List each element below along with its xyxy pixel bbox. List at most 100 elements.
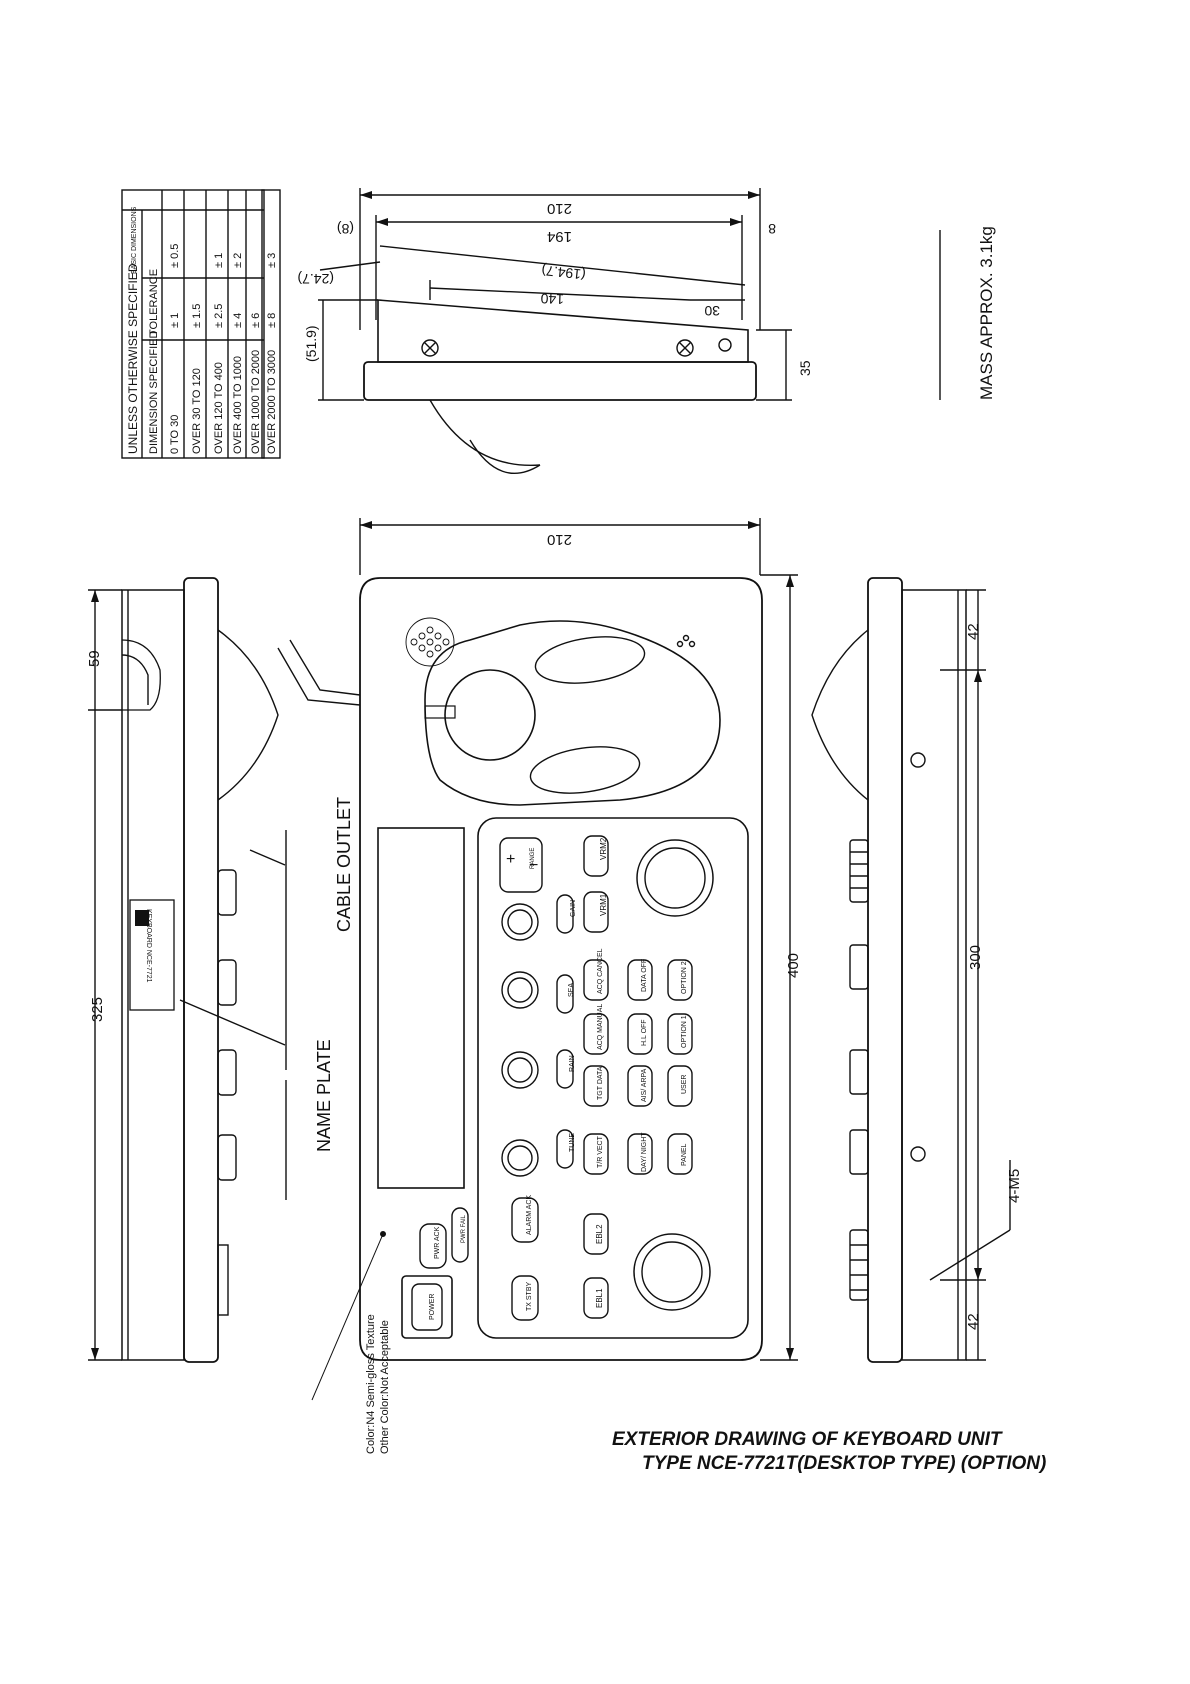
dim-top-width: 210 — [547, 200, 572, 217]
table-row-tol2: ± 0.5 — [169, 244, 181, 268]
hl-off-label: H.L OFF — [641, 1019, 648, 1046]
tolerance-table-extra-row: OVER 2000 TO 3000 ± 8 ± 3 — [261, 189, 281, 459]
pwr-fail-label: PWR FAIL — [461, 1214, 467, 1243]
vrm1-key[interactable]: VRM1 — [583, 891, 609, 933]
tr-vect-key[interactable]: T/R VECT — [583, 1133, 609, 1175]
option2-key[interactable]: OPTION 2 — [667, 959, 693, 1001]
acq-manual-label: ACQ MANUAL — [597, 1004, 604, 1050]
dim-top-angle: (24.7) — [297, 271, 334, 287]
option1-label: OPTION 1 — [681, 1015, 688, 1048]
power-label: POWER — [429, 1294, 436, 1320]
table-row-range: OVER 120 TO 400 — [213, 362, 225, 454]
table-row-tol: ± 2.5 — [213, 304, 225, 328]
trackball-housing — [424, 620, 721, 806]
data-off-key[interactable]: DATA OFF — [627, 959, 653, 1001]
user-label: USER — [681, 1075, 688, 1094]
speaker-grill — [405, 617, 455, 667]
ebl1-label: EBL1 — [595, 1288, 604, 1308]
table-row-tol2: ± 1 — [213, 253, 225, 268]
dim-top-short: 140 — [540, 291, 564, 308]
ebl1-key[interactable]: EBL1 — [583, 1277, 609, 1319]
tune-knob[interactable] — [501, 1139, 539, 1177]
pwr-fail-indicator: PWR FAIL — [451, 1207, 469, 1263]
ebl2-label: EBL2 — [595, 1224, 604, 1244]
cable-outlet-callout: CABLE OUTLET — [334, 797, 354, 932]
tgt-data-key[interactable]: TGT DATA — [583, 1065, 609, 1107]
ais-arpa-label: AIS/ ARPA — [641, 1068, 648, 1102]
trackball-button-lower[interactable] — [527, 741, 642, 800]
range-plus-label: + — [506, 851, 515, 868]
panel-label: PANEL — [681, 1143, 688, 1166]
drawing-title-line1: EXTERIOR DRAWING OF KEYBOARD UNIT — [612, 1429, 1002, 1450]
option2-label: OPTION 2 — [681, 961, 688, 994]
tune-key[interactable]: TUNE — [556, 1129, 576, 1169]
rain-knob[interactable] — [501, 1051, 539, 1089]
gain-key[interactable]: GAIN — [556, 894, 577, 934]
hl-off-key[interactable]: H.L OFF — [627, 1013, 653, 1055]
ebl-knob[interactable] — [633, 1233, 711, 1311]
user-key[interactable]: USER — [667, 1065, 693, 1107]
table-row-tol2: ± 3 — [266, 253, 278, 268]
table-row-range: OVER 400 TO 1000 — [232, 356, 244, 454]
acq-cancel-key[interactable]: ACQ CANCEL — [583, 948, 609, 1001]
rain-key[interactable]: RAIN — [556, 1049, 576, 1089]
table-col-basic: BASIC DIMENSIONS — [131, 206, 138, 274]
tx-stby-label: TX STBY — [526, 1281, 533, 1311]
table-row-tol: ± 1 — [169, 313, 181, 328]
table-row-tol: ± 1.5 — [191, 304, 203, 328]
color-note-line1: Color:N4 Semi-gloss Texture — [365, 1314, 377, 1454]
trackball[interactable] — [444, 669, 536, 761]
trackball-button-upper[interactable] — [532, 631, 647, 690]
dim-front-length: 400 — [785, 953, 802, 978]
tgt-data-label: TGT DATA — [597, 1066, 604, 1100]
ais-arpa-key[interactable]: AIS/ ARPA — [627, 1065, 653, 1107]
day-night-key[interactable]: DAY/ NIGHT — [627, 1132, 653, 1175]
screw-callout: 4-M5 — [1006, 1169, 1023, 1203]
name-plate: KEYBOARD NCE-7721 — [129, 899, 175, 1011]
power-key[interactable]: POWER — [401, 1275, 453, 1339]
right-side-view: 42 300 42 4-M5 — [811, 577, 1023, 1363]
gain-label: GAIN — [570, 900, 577, 917]
sea-knob[interactable] — [501, 971, 539, 1009]
dim-top-height: (51.9) — [303, 325, 319, 362]
alarm-ack-key[interactable]: ALARM ACK — [511, 1195, 539, 1243]
data-off-label: DATA OFF — [641, 959, 648, 992]
left-side-view: KEYBOARD NCE-7721 325 59 NAME PLATE CABL… — [86, 577, 361, 1363]
front-view: 210 400 + − RANGE — [359, 518, 802, 1361]
pwr-ack-key[interactable]: PWR ACK — [419, 1223, 447, 1269]
dim-top-offset: 30 — [704, 303, 720, 319]
vrm2-label: VRM2 — [599, 837, 608, 860]
table-row-tol: ± 4 — [232, 313, 244, 328]
table-row-range: OVER 2000 TO 3000 — [266, 350, 278, 454]
name-plate-text: KEYBOARD NCE-7721 — [145, 909, 152, 983]
vrm-knob[interactable] — [636, 839, 714, 917]
table-row-tol: ± 6 — [250, 313, 262, 328]
gain-knob[interactable] — [501, 903, 539, 941]
pwr-ack-label: PWR ACK — [434, 1226, 441, 1259]
tr-vect-label: T/R VECT — [597, 1135, 604, 1168]
table-row-range: 0 TO 30 — [169, 415, 181, 454]
table-col-tolerance: TOLERANCE — [148, 269, 160, 336]
color-note-line2: Other Color:Not Acceptable — [379, 1320, 391, 1454]
acq-manual-key[interactable]: ACQ MANUAL — [583, 1004, 609, 1055]
rain-label: RAIN — [569, 1055, 576, 1072]
range-minus-label: − — [529, 857, 538, 874]
alarm-ack-label: ALARM ACK — [526, 1195, 533, 1235]
ebl2-key[interactable]: EBL2 — [583, 1213, 609, 1255]
panel-key[interactable]: PANEL — [667, 1133, 693, 1175]
table-heading: UNLESS OTHERWISE SPECIFIED — [126, 263, 140, 454]
dim-left-length: 325 — [89, 997, 106, 1022]
dim-top-edge-left: (8) — [337, 221, 354, 237]
dim-right-mid: 300 — [967, 945, 984, 970]
dim-right-bottom: 42 — [965, 1313, 982, 1330]
option1-key[interactable]: OPTION 1 — [667, 1013, 693, 1055]
vrm2-key[interactable]: VRM2 — [583, 835, 609, 877]
tx-stby-key[interactable]: TX STBY — [511, 1275, 539, 1321]
vrm1-label: VRM1 — [599, 893, 608, 916]
table-row-tol: ± 8 — [266, 313, 278, 328]
acq-cancel-label: ACQ CANCEL — [597, 948, 604, 994]
drawing-title-line2: TYPE NCE-7721T(DESKTOP TYPE) (OPTION) — [642, 1453, 1047, 1474]
sea-key[interactable]: SEA — [556, 974, 575, 1014]
range-key[interactable]: + − RANGE — [499, 837, 543, 893]
dim-top-edge-right: 8 — [768, 221, 776, 237]
